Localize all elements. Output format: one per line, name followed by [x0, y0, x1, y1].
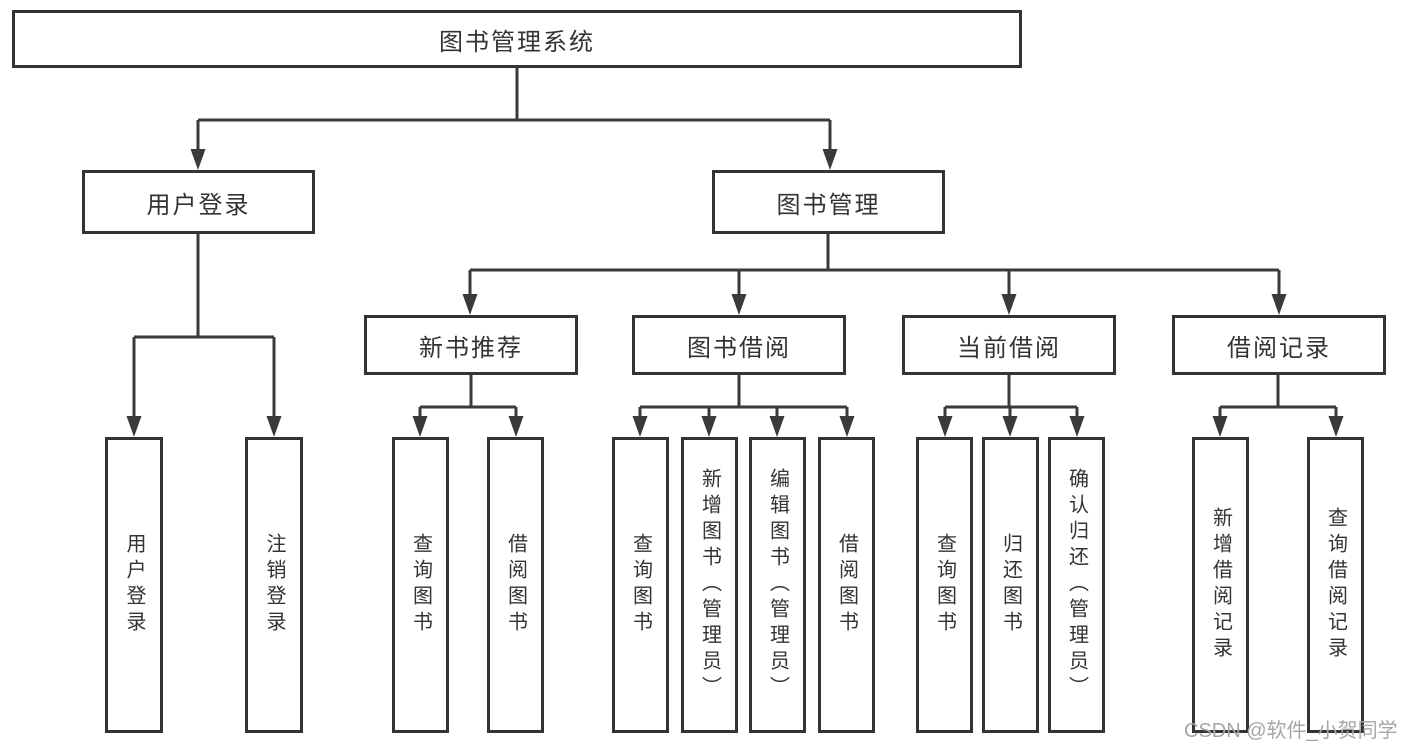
leaf-logout: 注销登录 [245, 437, 303, 733]
arrowhead-down [266, 416, 282, 437]
leaf-br-add-record-label: 新增借阅记录 [1209, 507, 1232, 663]
leaf-bb-add-book-label: 新增图书（管理员） [698, 468, 721, 702]
arrowhead-down [1212, 416, 1228, 437]
leaf-nb-query-book-label: 查询图书 [409, 533, 432, 637]
arrowhead-down [190, 149, 206, 170]
connector-user-login [132, 234, 276, 419]
leaf-logout-label: 注销登录 [263, 533, 285, 637]
arrowhead-down [1271, 294, 1287, 315]
leaf-bb-borrow-book: 借阅图书 [818, 437, 875, 733]
connector-book-management [468, 234, 1281, 297]
connector-new-book-recommend [418, 375, 518, 419]
leaf-cb-query-book-label: 查询图书 [933, 533, 956, 637]
leaf-cb-confirm-return: 确认归还（管理员） [1048, 437, 1105, 733]
leaf-br-add-record: 新增借阅记录 [1192, 437, 1249, 733]
leaf-cb-return-book-label: 归还图书 [999, 533, 1022, 637]
leaf-br-query-record: 查询借阅记录 [1307, 437, 1364, 733]
node-new-book-recommend-label: 新书推荐 [419, 334, 523, 362]
leaf-bb-edit-book: 编辑图书（管理员） [749, 437, 806, 733]
leaf-cb-return-book: 归还图书 [982, 437, 1039, 733]
arrowhead-down [632, 416, 648, 437]
leaf-br-query-record-label: 查询借阅记录 [1324, 507, 1347, 663]
csdn-watermark: CSDN @软件_小贺同学 [1184, 720, 1398, 742]
node-current-borrow-label: 当前借阅 [957, 334, 1061, 362]
node-user-login: 用户登录 [82, 170, 315, 234]
arrowhead-down [462, 294, 478, 315]
node-new-book-recommend: 新书推荐 [364, 315, 578, 375]
node-borrow-record-label: 借阅记录 [1227, 334, 1331, 362]
leaf-login: 用户登录 [105, 437, 163, 733]
leaf-cb-confirm-return-label: 确认归还（管理员） [1065, 468, 1088, 702]
arrowhead-down [701, 416, 717, 437]
node-book-management-label: 图书管理 [776, 191, 881, 219]
arrowhead-down [731, 294, 747, 315]
node-root: 图书管理系统 [12, 10, 1022, 68]
connector-borrow-record [1218, 375, 1338, 419]
arrowhead-down [1002, 416, 1018, 437]
arrowhead-down [126, 416, 142, 437]
node-book-borrow: 图书借阅 [632, 315, 846, 375]
arrowhead-down [508, 416, 524, 437]
arrowhead-down [1001, 294, 1017, 315]
leaf-bb-borrow-book-label: 借阅图书 [835, 533, 858, 637]
leaf-login-label: 用户登录 [123, 533, 145, 637]
node-user-login-label: 用户登录 [146, 191, 251, 219]
arrowhead-down [822, 149, 838, 170]
arrowhead-down [839, 416, 855, 437]
node-borrow-record: 借阅记录 [1172, 315, 1386, 375]
connector-root [196, 68, 832, 152]
arrowhead-down [1328, 416, 1344, 437]
arrowhead-down [937, 416, 953, 437]
arrowhead-down [769, 416, 785, 437]
leaf-nb-borrow-book-label: 借阅图书 [504, 533, 527, 637]
connector-current-borrow [943, 375, 1079, 419]
leaf-bb-query-book: 查询图书 [612, 437, 669, 733]
leaf-nb-query-book: 查询图书 [392, 437, 449, 733]
leaf-bb-add-book: 新增图书（管理员） [681, 437, 738, 733]
node-root-label: 图书管理系统 [439, 28, 595, 56]
node-book-management: 图书管理 [712, 170, 945, 234]
leaf-nb-borrow-book: 借阅图书 [487, 437, 544, 733]
node-book-borrow-label: 图书借阅 [687, 334, 791, 362]
arrowhead-down [412, 416, 428, 437]
leaf-bb-edit-book-label: 编辑图书（管理员） [766, 468, 789, 702]
leaf-bb-query-book-label: 查询图书 [629, 533, 652, 637]
arrowhead-down [1069, 416, 1085, 437]
leaf-cb-query-book: 查询图书 [916, 437, 973, 733]
node-current-borrow: 当前借阅 [902, 315, 1116, 375]
connector-book-borrow [638, 375, 849, 419]
